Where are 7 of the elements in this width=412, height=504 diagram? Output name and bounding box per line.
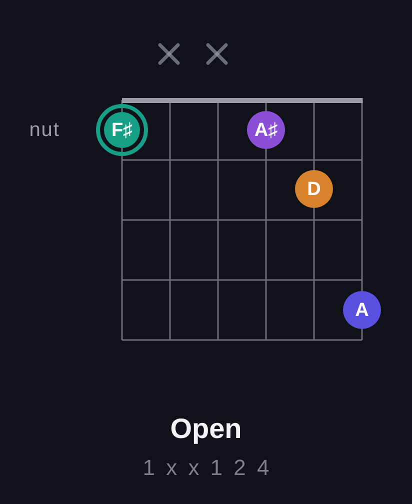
- nut-label: nut: [29, 120, 60, 140]
- note-dot: D: [295, 170, 333, 208]
- note-dot: A♯: [247, 111, 285, 149]
- root-note-dot: F♯: [96, 104, 148, 156]
- fingering-caption: 1 x x 1 2 4: [142, 457, 272, 479]
- chord-title: Open: [170, 415, 242, 443]
- note-dot: A: [343, 291, 381, 329]
